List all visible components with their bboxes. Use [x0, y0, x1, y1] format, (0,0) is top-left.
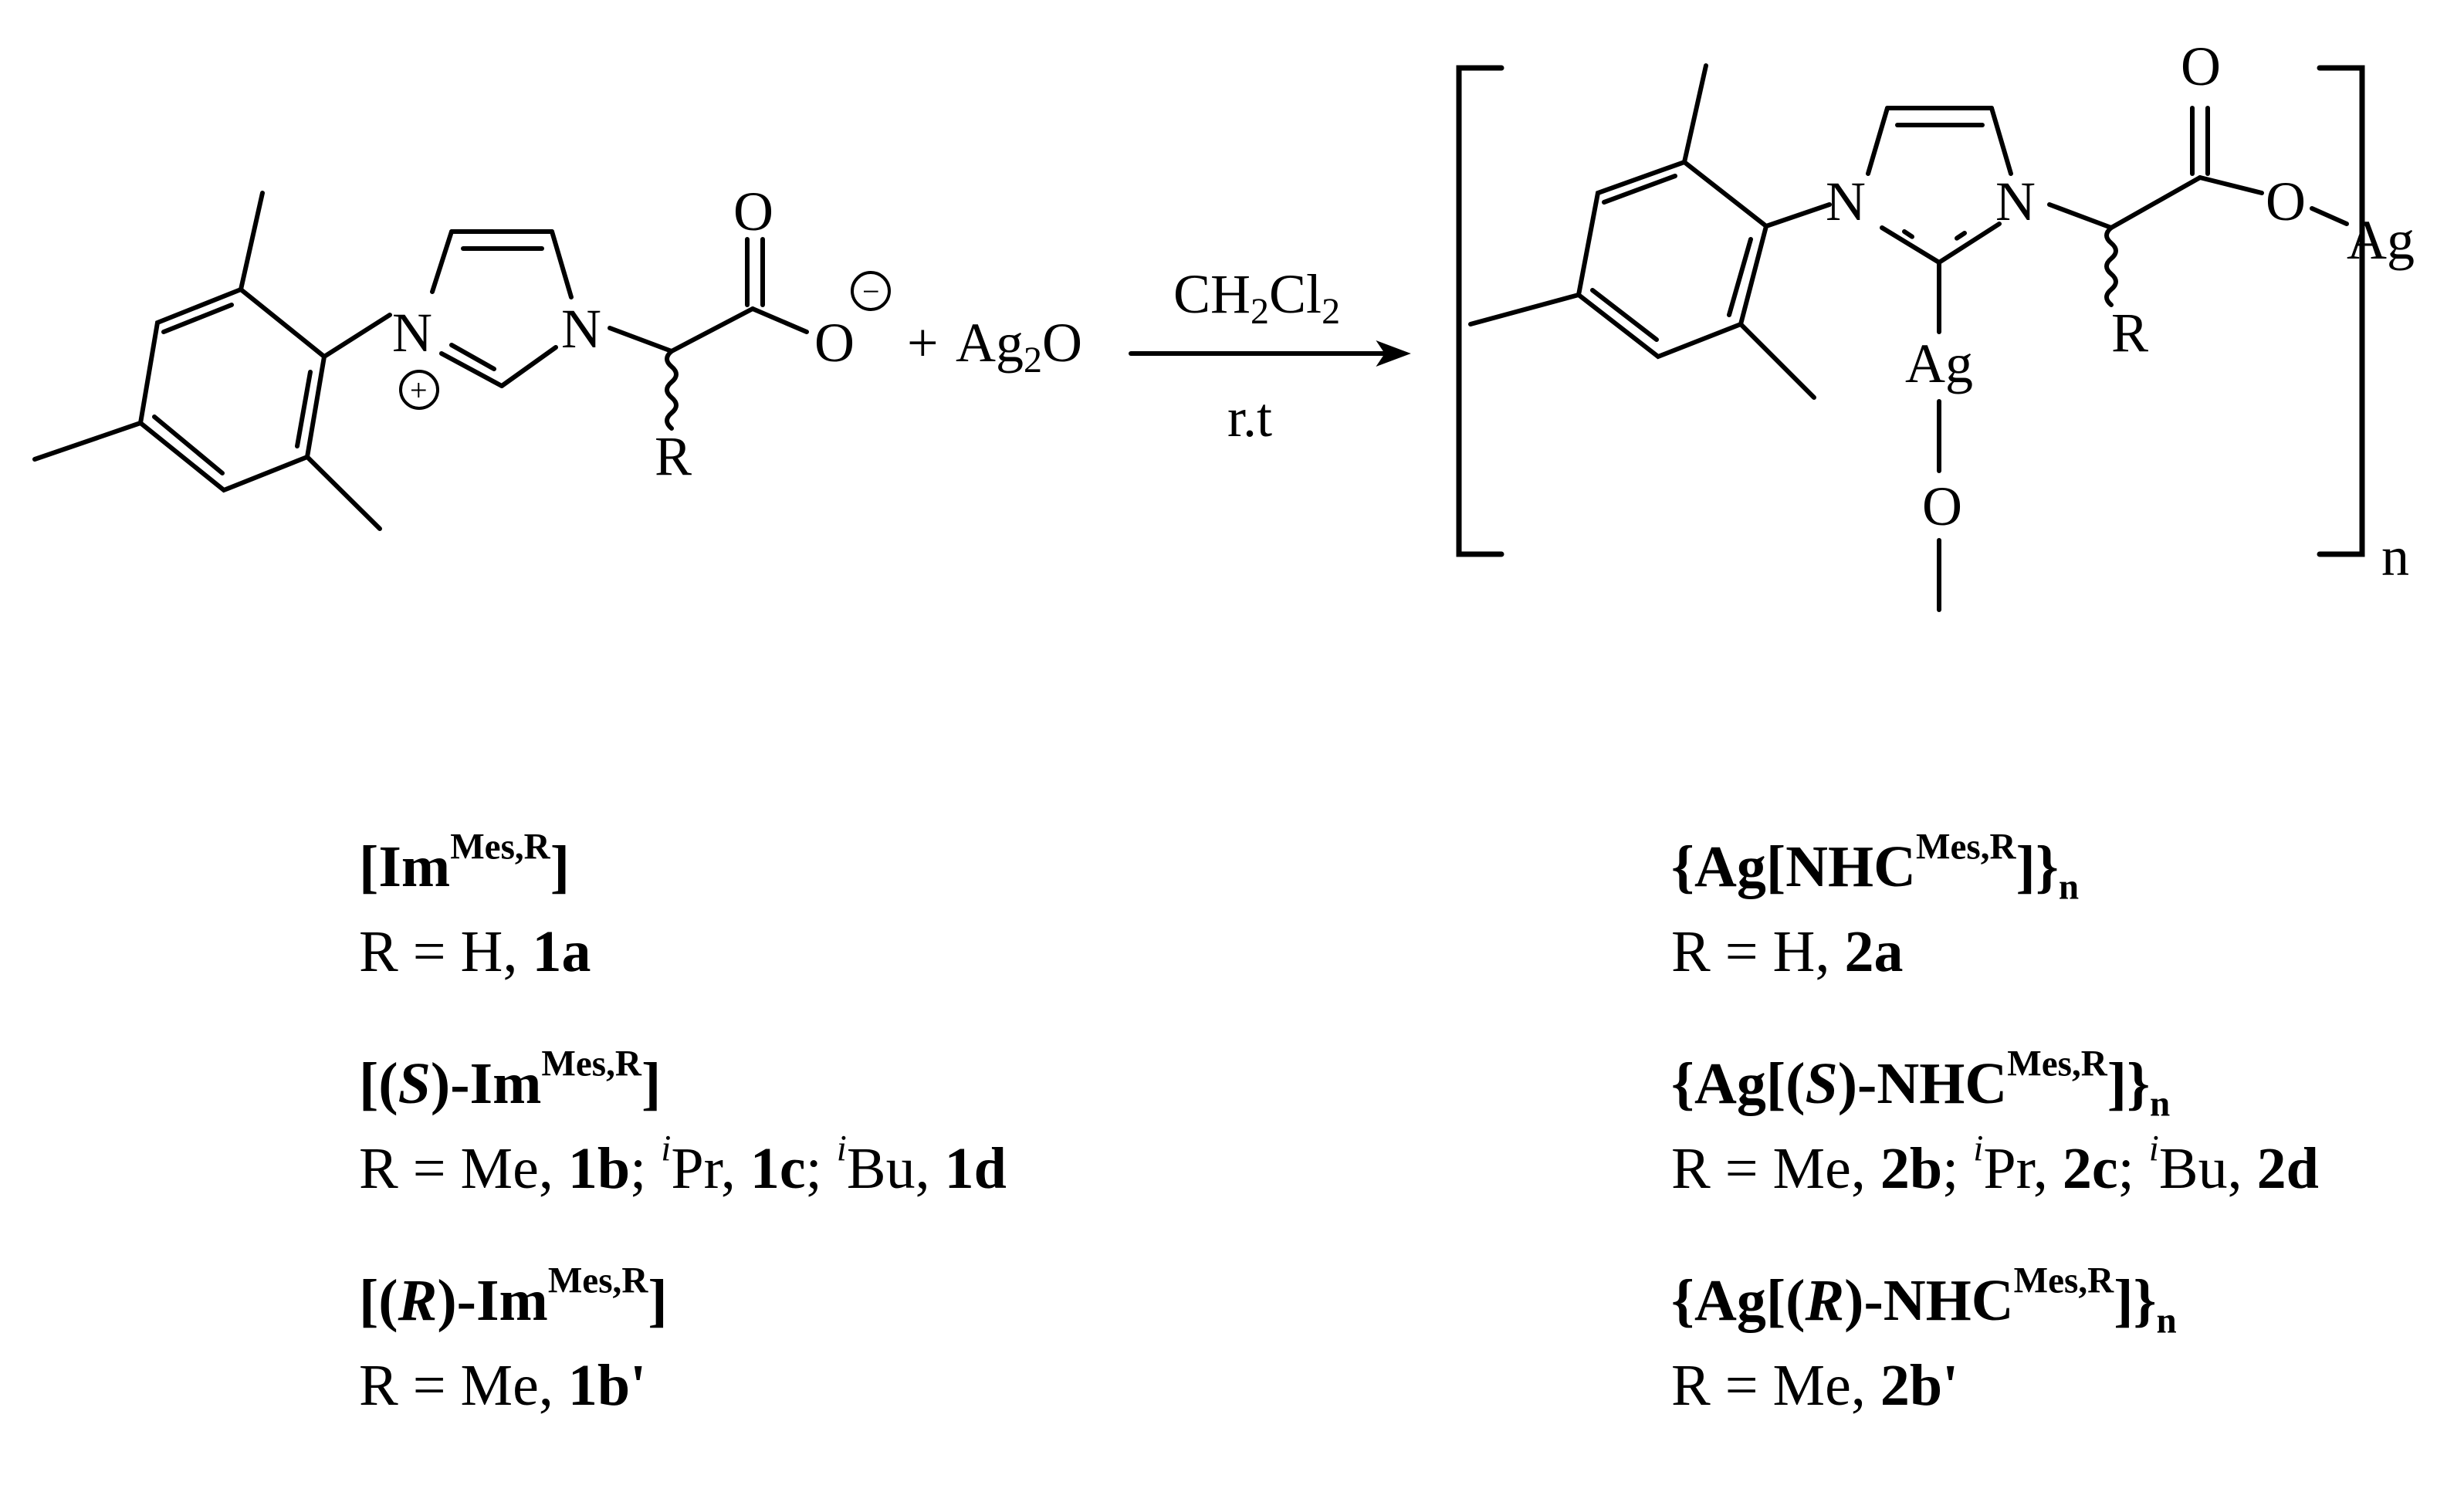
condition-label: r.t: [1227, 387, 1272, 448]
product-side-chain: [2047, 106, 2349, 307]
reactant-imidazolium-ring: [430, 229, 574, 388]
solvent-label: CH2Cl2: [1173, 263, 1340, 332]
legend-entry-2b-prime: {Ag[(R)-NHCMes,R]}n R = Me, 2b': [1671, 1260, 2319, 1418]
reactant-n1-label: N: [392, 302, 432, 364]
compound-condition: R = H, 1a: [359, 919, 591, 984]
product-terminal-ag-label: Ag: [2347, 209, 2415, 271]
ag2o-reagent: Ag2O: [956, 312, 1082, 381]
legend-entry-2b-2d: {Ag[(S)-NHCMes,R]}n R = Me, 2b; iPr, 2c;…: [1671, 1044, 2319, 1201]
compound-name: {Ag[(S)-NHCMes,R]}n: [1671, 1044, 2171, 1125]
legend-left: [ImMes,R] R = H, 1a [(S)-ImMes,R] R = Me…: [359, 827, 1007, 1488]
compound-name: [ImMes,R]: [359, 827, 570, 899]
compound-condition: R = Me, 2b; iPr, 2c; iBu, 2d: [1671, 1128, 2319, 1201]
reactant-carboxylate-o-label: O: [814, 312, 855, 374]
compound-condition: R = H, 2a: [1671, 919, 1904, 984]
reactant-minus-charge: −: [862, 274, 880, 309]
legend-entry-1a: [ImMes,R] R = H, 1a: [359, 827, 1007, 984]
reactant-side-chain: [399, 237, 891, 431]
product-carbonyl-o-label: O: [2181, 36, 2221, 97]
product-brackets: [1456, 65, 2365, 557]
product-r-label: R: [2111, 302, 2148, 364]
legend-entry-1b-1d: [(S)-ImMes,R] R = Me, 1b; iPr, 1c; iBu, …: [359, 1044, 1007, 1201]
reactant-mesityl-ring: [32, 191, 392, 531]
product-nhc-ring: [1866, 106, 2013, 334]
reactant-n3-label: N: [561, 298, 601, 360]
repeat-n-label: n: [2381, 526, 2409, 587]
compound-condition: R = Me, 1b': [359, 1353, 647, 1418]
product-ester-o-label: O: [2266, 171, 2306, 232]
product-ag-label: Ag: [1905, 333, 1973, 394]
product-n3-label: N: [1995, 171, 2036, 232]
compound-condition: R = Me, 2b': [1671, 1353, 1959, 1418]
compound-condition: R = Me, 1b; iPr, 1c; iBu, 1d: [359, 1128, 1007, 1201]
legend-entry-1b-prime: [(R)-ImMes,R] R = Me, 1b': [359, 1260, 1007, 1418]
compound-name: {Ag[(R)-NHCMes,R]}n: [1671, 1260, 2177, 1341]
product-mesityl-ring: [1468, 63, 1832, 400]
plus-sign: +: [907, 312, 939, 374]
compound-name: [(S)-ImMes,R]: [359, 1044, 662, 1116]
compound-name: {Ag[NHCMes,R]}n: [1671, 827, 2080, 908]
legend-right: {Ag[NHCMes,R]}n R = H, 2a {Ag[(S)-NHCMes…: [1671, 827, 2319, 1488]
reaction-arrow: [1129, 340, 1411, 367]
reactant-carbonyl-o-label: O: [733, 181, 773, 242]
reactant-r-label: R: [655, 425, 692, 487]
product-n1-label: N: [1826, 171, 1866, 232]
product-ag-o-label: O: [1922, 475, 1962, 537]
reactant-plus-charge: +: [410, 373, 428, 408]
legend-entry-2a: {Ag[NHCMes,R]}n R = H, 2a: [1671, 827, 2319, 984]
compound-name: [(R)-ImMes,R]: [359, 1260, 668, 1333]
